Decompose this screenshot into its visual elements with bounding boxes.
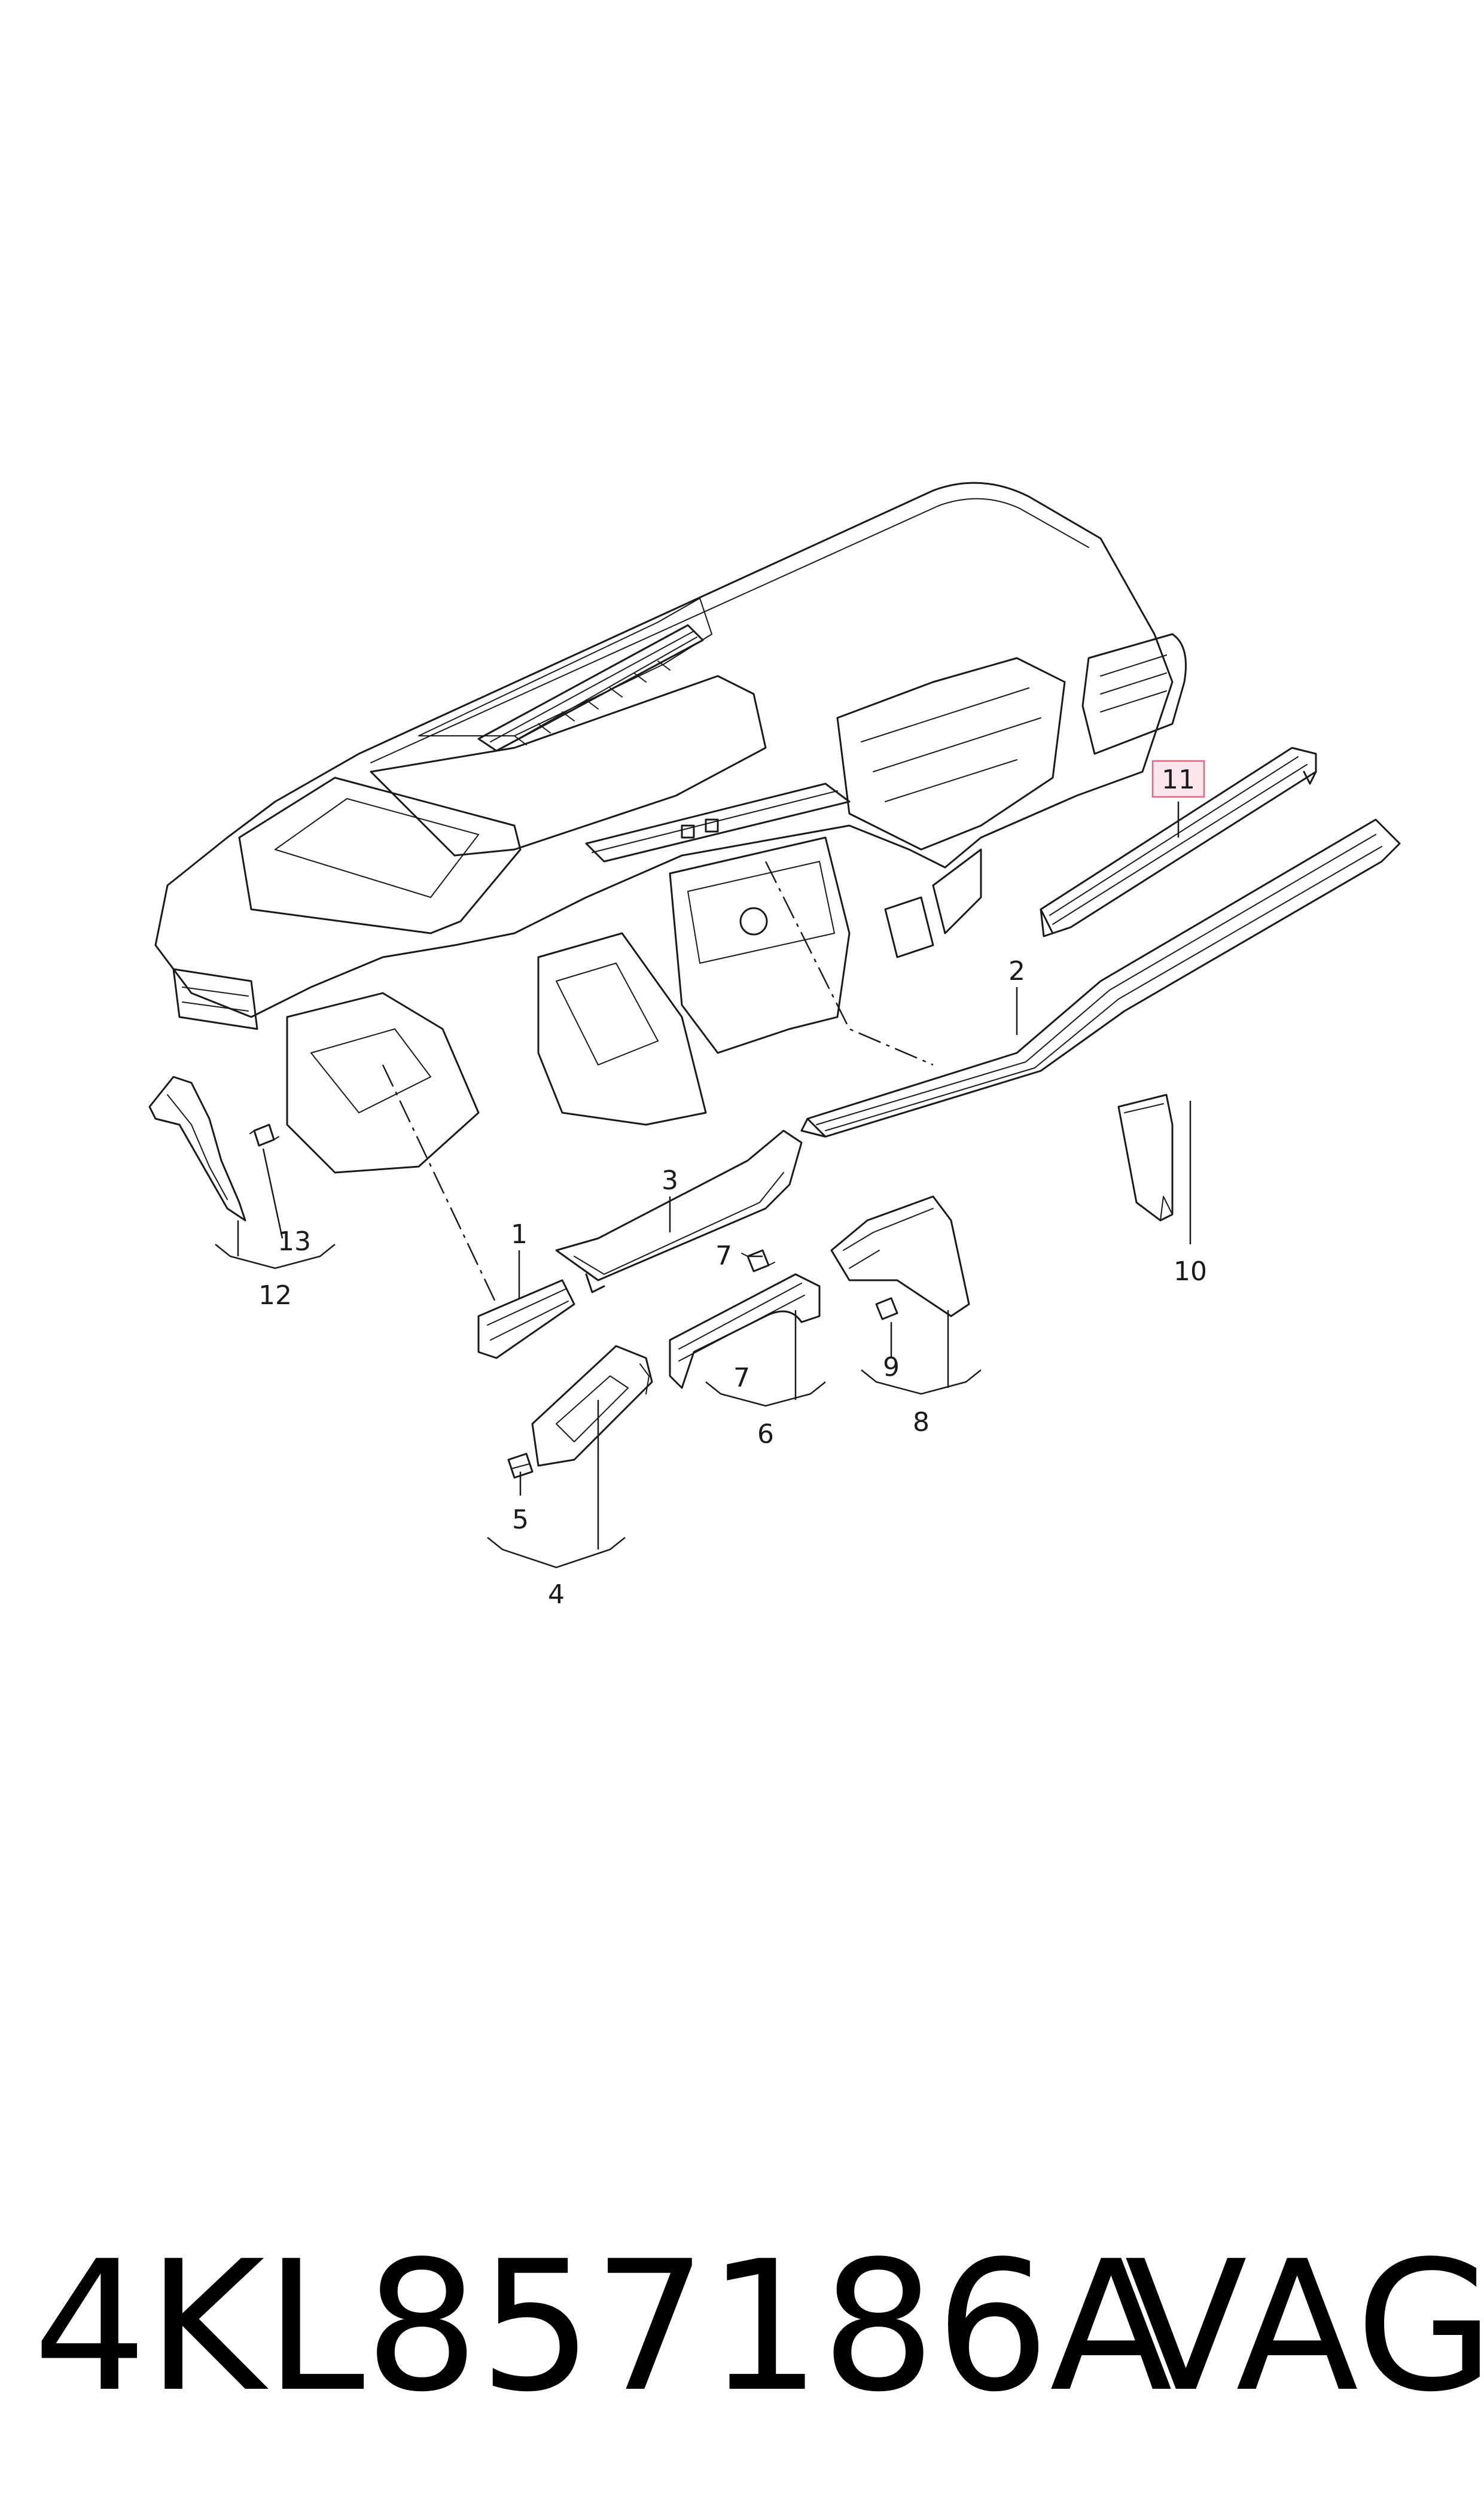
part-6: [669, 1273, 821, 1389]
callout-4: 4: [548, 1579, 565, 1610]
part-4: [531, 1345, 653, 1467]
part-3: [555, 1129, 803, 1293]
callout-9: 9: [883, 1352, 900, 1383]
center-air-vents: [585, 783, 851, 863]
callout-2: 2: [1008, 956, 1025, 987]
part-8: [830, 1195, 970, 1317]
part-9: [875, 1297, 898, 1320]
part-10: [1117, 1094, 1174, 1222]
brand-text: VAG: [1125, 2222, 1484, 2431]
left-air-vent: [172, 968, 258, 1030]
callout-7b: 7: [733, 1363, 750, 1393]
part-1: [477, 1279, 575, 1359]
part-11: [1040, 747, 1317, 937]
right-air-vent: [1081, 633, 1187, 755]
callout-3: 3: [662, 1165, 678, 1196]
part-13: [249, 1123, 279, 1147]
part-number-text: 4KL857186A: [33, 2222, 1173, 2431]
callout-13: 13: [278, 1226, 311, 1257]
callout-6: 6: [757, 1419, 774, 1450]
part-2: [800, 818, 1401, 1138]
callout-labels: 1 2 3 4 5 6 7 7 8 9 10 11 12 13: [258, 760, 1207, 1610]
part-5: [507, 1453, 534, 1479]
part-12: [148, 1076, 246, 1222]
callout-11-box: [1151, 760, 1205, 798]
callout-10: 10: [1174, 1256, 1207, 1287]
callout-1: 1: [511, 1219, 528, 1250]
callout-12: 12: [258, 1280, 292, 1311]
callout-11: 11: [1162, 765, 1195, 795]
dashboard-assembly-drawing: [154, 482, 1187, 1305]
callout-11-highlight: 11: [1151, 760, 1205, 798]
callout-8: 8: [913, 1407, 930, 1438]
defroster-grille: [477, 624, 704, 752]
callout-5: 5: [512, 1505, 529, 1535]
driver-display: [238, 777, 522, 934]
part-7: [741, 1249, 775, 1272]
dashboard-support-frame: [286, 657, 1066, 1174]
callout-7: 7: [715, 1241, 732, 1271]
callout-leaders: [215, 802, 1192, 1569]
